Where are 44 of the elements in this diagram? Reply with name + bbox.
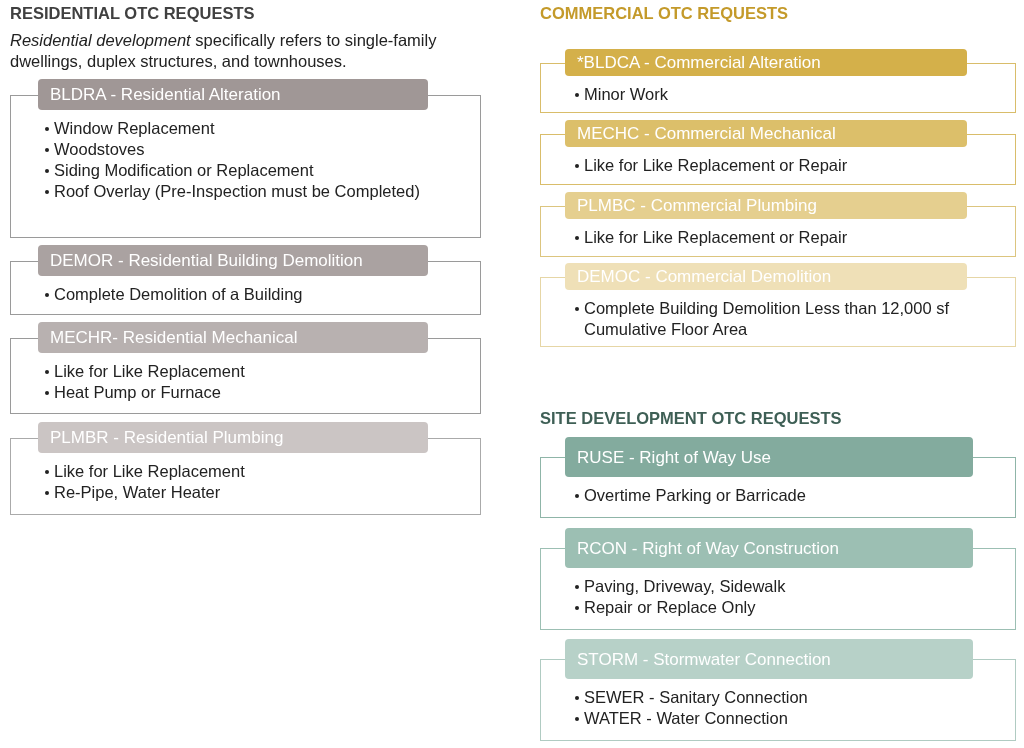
list-text: Like for Like Replacement (54, 362, 245, 380)
list-text: Like for Like Replacement or Repair (584, 156, 848, 174)
request-card (10, 422, 481, 515)
section-heading: RESIDENTIAL OTC REQUESTS (10, 4, 256, 23)
list-text: Roof Overlay (Pre-Inspection must be Completed) (54, 182, 420, 200)
header-bar: STORM - Stormwater Connection (565, 639, 973, 679)
request-card (540, 192, 1016, 257)
header-bar: PLMBR - Residential Plumbing (38, 422, 428, 453)
list-text: Repair or Replace Only (584, 598, 756, 616)
request-card (10, 322, 481, 414)
header-bar: MECHR- Residential Mechanical (38, 322, 428, 353)
request-card (540, 639, 1016, 741)
header-bar: RCON - Right of Way Construction (565, 528, 973, 568)
list-text: Like for Like Replacement (54, 462, 245, 480)
list-text: SEWER - Sanitary Connection (584, 688, 808, 706)
list-text: Woodstoves (54, 140, 145, 158)
list-text: Heat Pump or Furnace (54, 383, 221, 401)
request-card (10, 245, 481, 315)
request-card (540, 263, 1016, 347)
section-heading: COMMERCIAL OTC REQUESTS (540, 4, 790, 23)
list-text: Complete Building Demolition Less than 12,000 sf Cumulative Floor Area (584, 299, 950, 338)
header-bar: DEMOR - Residential Building Demolition (38, 245, 428, 276)
request-card (540, 49, 1016, 113)
list-text: Overtime Parking or Barricade (584, 486, 806, 504)
header-bar: *BLDCA - Commercial Alteration (565, 49, 967, 76)
request-card (10, 79, 481, 238)
header-bar: MECHC - Commercial Mechanical (565, 120, 967, 147)
request-card (540, 528, 1016, 630)
header-bar: PLMBC - Commercial Plumbing (565, 192, 967, 219)
header-bar: RUSE - Right of Way Use (565, 437, 973, 477)
header-bar: DEMOC - Commercial Demolition (565, 263, 967, 290)
list-text: Re-Pipe, Water Heater (54, 483, 221, 501)
list-text: Paving, Driveway, Sidewalk (584, 577, 786, 595)
list-text: Minor Work (584, 85, 669, 103)
list-text: WATER - Water Connection (584, 709, 788, 727)
list-text: Like for Like Replacement or Repair (584, 228, 848, 246)
description-text: Residential development specifically refers to single-family dwellings, duplex structures, and townhouses. (10, 30, 438, 72)
section-heading: SITE DEVELOPMENT OTC REQUESTS (540, 409, 843, 428)
list-text: Complete Demolition of a Building (54, 285, 303, 303)
request-card (540, 437, 1016, 518)
request-card (540, 120, 1016, 185)
list-text: Window Replacement (54, 119, 215, 137)
header-bar: BLDRA - Residential Alteration (38, 79, 428, 110)
list-text: Siding Modification or Replacement (54, 161, 314, 179)
